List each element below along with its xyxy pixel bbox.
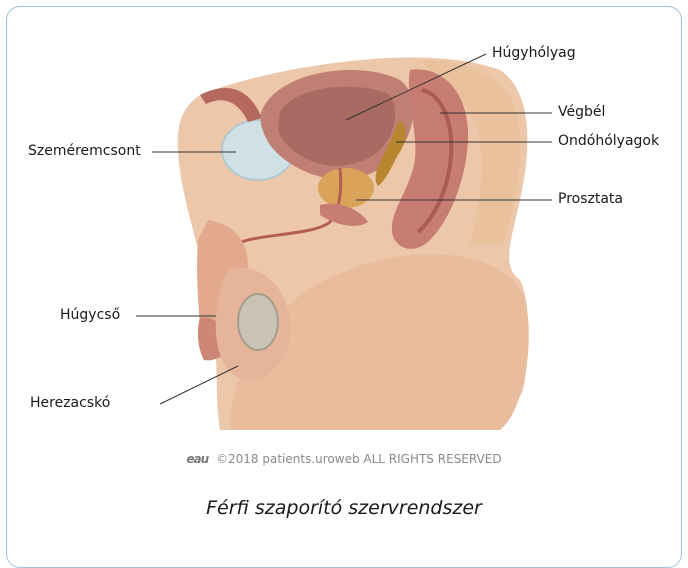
eau-logo: eau — [186, 452, 208, 466]
label-rectum: Végbél — [558, 104, 605, 120]
label-seminal-vesicles: Ondóhólyagok — [558, 133, 659, 149]
label-prostate: Prosztata — [558, 191, 623, 207]
figure-caption: Férfi szaporító szervrendszer — [0, 497, 688, 519]
anatomy-illustration — [0, 0, 688, 527]
prostate-gland — [318, 168, 374, 208]
label-bladder: Húgyhólyag — [492, 45, 576, 61]
copyright-text: ©2018 patients.uroweb ALL RIGHTS RESERVE… — [216, 452, 502, 466]
label-urethra: Húgycső — [60, 307, 120, 323]
copyright-line: eau ©2018 patients.uroweb ALL RIGHTS RES… — [0, 452, 688, 466]
label-scrotum: Herezacskó — [30, 395, 110, 411]
testicle-shape — [238, 294, 278, 350]
label-pubic-bone: Szeméremcsont — [28, 143, 141, 159]
